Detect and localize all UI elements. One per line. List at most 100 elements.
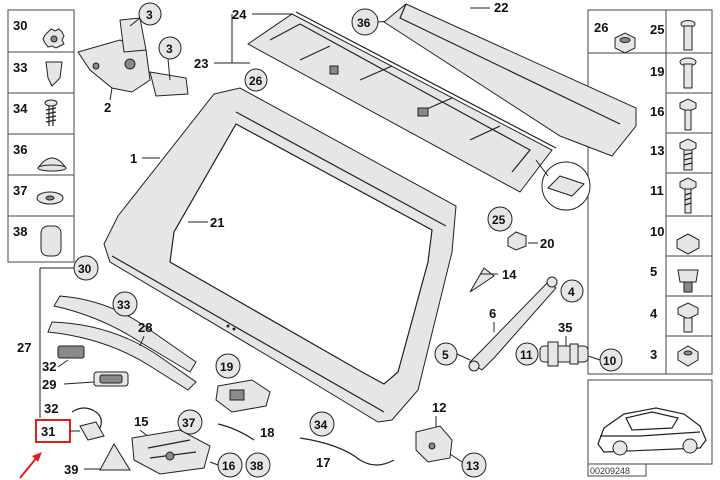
right-item-label: 19 [650, 64, 664, 79]
bumper-20-part [507, 231, 527, 251]
callout-badge [177, 409, 203, 435]
callout-badge [138, 2, 162, 26]
callout-3a: 3 [146, 8, 153, 22]
callout-5: 5 [442, 348, 449, 362]
right-item-label: 3 [650, 347, 657, 362]
nut-10-part [676, 233, 700, 255]
stud-4-part [677, 302, 699, 333]
callout-24: 24 [232, 7, 247, 22]
hinge-assembly [77, 17, 189, 97]
tailgate-body [103, 87, 457, 423]
callout-27: 27 [17, 340, 31, 355]
callout-33: 33 [117, 298, 131, 312]
screw-part [44, 99, 58, 126]
callout-badge [560, 279, 584, 303]
latch-18-part [215, 379, 271, 413]
callout-16: 16 [222, 459, 236, 473]
wedge-14-part [469, 267, 495, 293]
right-item-label: 5 [650, 264, 657, 279]
callout-26: 26 [249, 74, 263, 88]
callout-badge [515, 342, 539, 366]
callout-15: 15 [134, 414, 148, 429]
callout-badge [245, 452, 271, 478]
callout-34: 34 [314, 418, 328, 432]
callout-badge [215, 353, 241, 379]
upper-trim-panel [247, 11, 557, 193]
callout-10: 10 [603, 354, 617, 368]
right-item-label: 25 [650, 22, 664, 37]
right-item-label: 13 [650, 143, 664, 158]
callout-38: 38 [250, 459, 264, 473]
expansion-nut-5-part [677, 269, 699, 293]
callout-13: 13 [466, 459, 480, 473]
screw-16-part [679, 98, 697, 131]
callout-18: 18 [260, 425, 274, 440]
right-item-label: 4 [650, 306, 658, 321]
right-item-label: 10 [650, 224, 664, 239]
bowden-cable-part [299, 437, 395, 466]
callout-2: 2 [104, 100, 111, 115]
callout-badge [309, 411, 335, 437]
callout-12: 12 [432, 400, 446, 415]
callout-32b: 32 [44, 401, 58, 416]
callout-23: 23 [194, 56, 208, 71]
callout-badge [461, 452, 487, 478]
callout-badge [487, 206, 513, 232]
switch-32-part [57, 345, 85, 359]
callout-4: 4 [568, 285, 575, 299]
seal-detail [535, 159, 591, 211]
highlight-arrow [19, 455, 39, 479]
left-item-label: 36 [13, 142, 27, 157]
right-item-label: 11 [650, 183, 664, 198]
striker-bracket-part [415, 425, 453, 463]
screw-25-part [680, 20, 696, 51]
rubber-plug-part [40, 225, 62, 257]
callout-17: 17 [316, 455, 330, 470]
callout-badge [244, 68, 268, 92]
left-item-label: 34 [13, 101, 28, 116]
callout-30: 30 [78, 262, 92, 276]
callout-35: 35 [558, 320, 572, 335]
callout-1: 1 [130, 151, 137, 166]
callout-28: 28 [138, 320, 152, 335]
left-parts-column: 30 33 34 36 37 38 [7, 9, 75, 263]
left-item-label: 38 [13, 224, 27, 239]
callout-29: 29 [42, 377, 56, 392]
callout-25: 25 [492, 213, 506, 227]
screw-13-part [679, 138, 697, 171]
callout-36: 36 [357, 16, 371, 30]
wire-32-part [71, 407, 102, 429]
vehicle-thumbnail [587, 379, 713, 465]
rear-spoiler [383, 3, 637, 157]
right-item-label: 16 [650, 104, 664, 119]
callout-6: 6 [489, 306, 496, 321]
callout-3b: 3 [166, 42, 173, 56]
left-item-label: 33 [13, 60, 27, 75]
nut-3-part [677, 345, 699, 367]
callout-11: 11 [520, 348, 533, 362]
left-column-frame [7, 9, 75, 263]
callout-badge [112, 291, 138, 317]
callout-22: 22 [494, 0, 508, 15]
callout-20: 20 [540, 236, 554, 251]
left-item-label: 30 [13, 18, 27, 33]
gas-strut-part [468, 276, 558, 372]
right-parts-column: 26 25 19 16 13 11 10 5 4 3 [587, 9, 713, 375]
sticker-39-part [99, 442, 131, 471]
callout-39: 39 [64, 462, 78, 477]
right-item-label: 26 [594, 20, 608, 35]
callout-21: 21 [210, 215, 224, 230]
callout-14: 14 [502, 267, 517, 282]
handle-trim-28-part [47, 295, 197, 391]
clip-part [45, 61, 63, 87]
callout-37: 37 [182, 416, 196, 430]
lock-cylinder-part [539, 341, 589, 367]
cable-18-part [217, 423, 255, 441]
lock-mechanism-part [131, 429, 211, 475]
callout-31: 31 [41, 424, 55, 439]
diagram-code: 00209248 [590, 466, 630, 476]
screw-19-part [679, 57, 697, 89]
screw-11-part [679, 177, 697, 214]
connector-31-part [79, 421, 105, 441]
